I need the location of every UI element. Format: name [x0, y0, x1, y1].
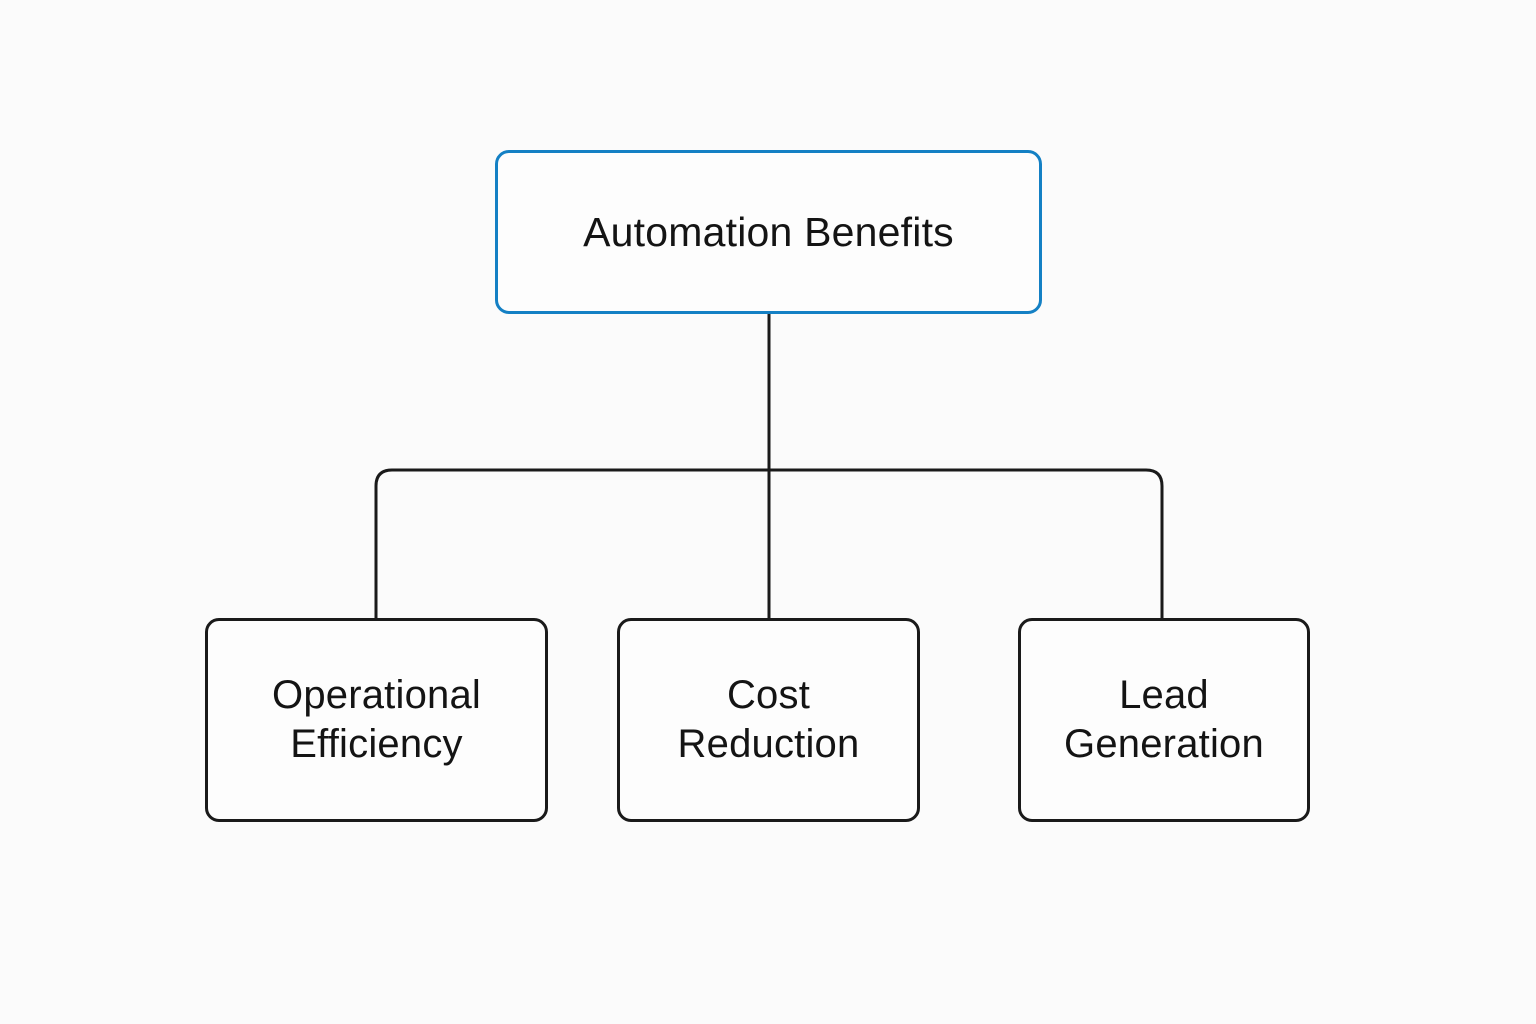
node-automation-benefits[interactable]: Automation Benefits [495, 150, 1042, 314]
connector-root-to-left [374, 468, 769, 618]
node-label: Operational Efficiency [272, 673, 481, 766]
node-label: Automation Benefits [583, 208, 954, 255]
connector-root-to-right [769, 468, 1164, 618]
node-operational-efficiency[interactable]: Operational Efficiency [205, 618, 548, 822]
node-lead-generation[interactable]: Lead Generation [1018, 618, 1310, 822]
node-cost-reduction[interactable]: Cost Reduction [617, 618, 920, 822]
node-label: Lead Generation [1064, 673, 1264, 766]
node-label: Cost Reduction [677, 673, 860, 766]
